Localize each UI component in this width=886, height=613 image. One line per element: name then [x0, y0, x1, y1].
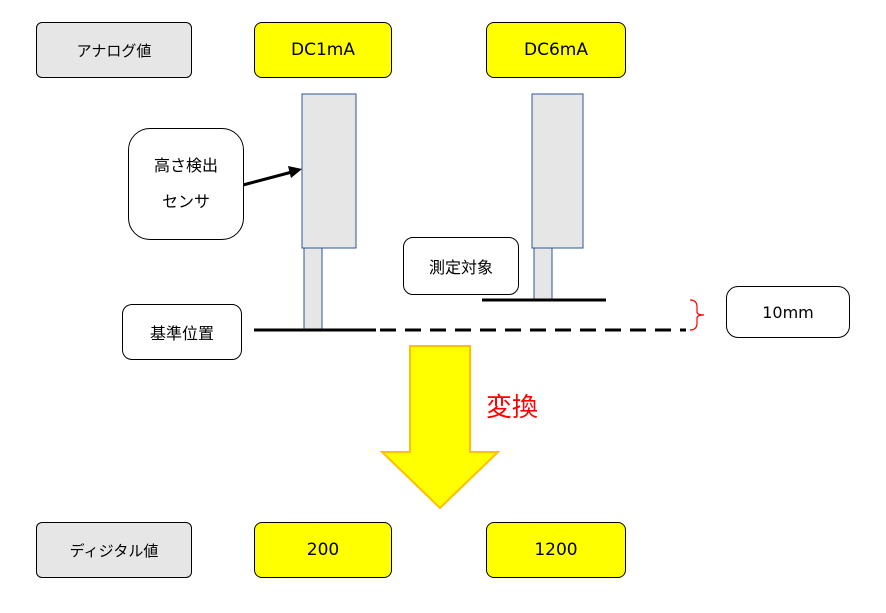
analog-value-6ma: DC6mA — [486, 22, 626, 78]
distance-callout: 10mm — [726, 286, 850, 338]
analog-value-1ma: DC1mA — [254, 22, 392, 78]
left-sensor-probe — [303, 247, 323, 331]
right-sensor-body — [531, 93, 584, 249]
reference-callout: 基準位置 — [122, 304, 242, 360]
sensor-callout-line1: 高さ検出 — [153, 156, 218, 175]
digital-value-1200: 1200 — [486, 522, 626, 578]
sensor-callout: 高さ検出 センサ — [128, 128, 244, 240]
digital-value-label: ディジタル値 — [36, 522, 192, 578]
left-sensor-body — [301, 93, 357, 249]
sensor-pointer-arrowhead — [288, 166, 302, 178]
target-callout: 測定対象 — [403, 237, 519, 295]
left-sensor — [301, 93, 357, 331]
distance-bracket — [689, 299, 705, 331]
conversion-arrow — [379, 345, 501, 510]
right-sensor — [531, 93, 584, 301]
sensor-callout-line2: センサ — [161, 192, 210, 211]
sensor-pointer-arrow — [242, 170, 293, 187]
digital-value-200: 200 — [254, 522, 392, 578]
right-sensor-probe — [533, 247, 553, 301]
conversion-label: 変換 — [486, 393, 539, 423]
analog-value-label: アナログ値 — [36, 22, 192, 78]
